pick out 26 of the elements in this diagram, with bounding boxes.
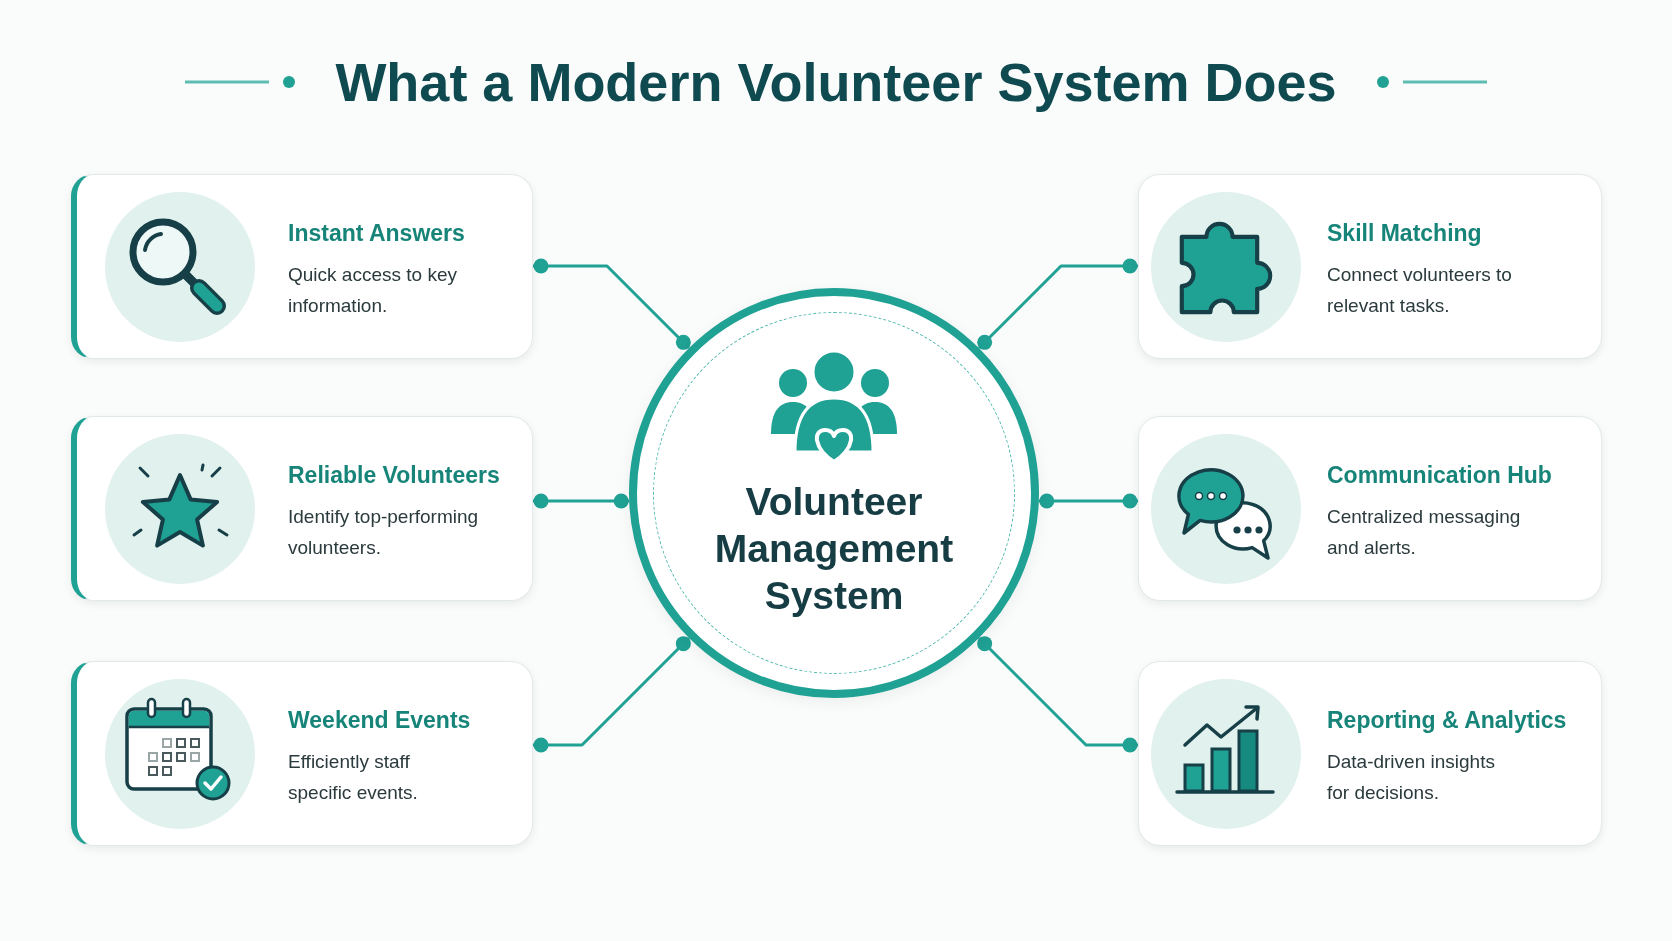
card-description: Data-driven insights for decisions.: [1327, 750, 1496, 805]
card-heading: Reliable Volunteers: [288, 461, 501, 489]
card-description: Centralized messaging and alerts.: [1327, 505, 1522, 560]
connector-line: [977, 258, 1138, 350]
hub-title: Volunteer Management System: [713, 479, 955, 619]
connector-line: [533, 258, 691, 350]
connector-line: [1038, 493, 1138, 509]
card-heading: Reporting & Analytics: [1327, 706, 1567, 734]
card-description: Efficiently staff specific events.: [288, 750, 419, 805]
feature-card: [71, 661, 533, 846]
card-description: Connect volunteers to relevant tasks.: [1327, 263, 1513, 318]
feature-card: [1138, 174, 1602, 359]
card-description: Identify top-performing volunteers.: [288, 505, 480, 560]
connector-line: [533, 493, 630, 509]
feature-card: [1138, 416, 1602, 601]
feature-card: [1138, 661, 1602, 846]
card-description: Quick access to key information.: [288, 263, 458, 318]
card-heading: Weekend Events: [288, 706, 471, 734]
page-title: What a Modern Volunteer System Does: [335, 51, 1337, 114]
connector-line: [977, 636, 1138, 753]
card-heading: Skill Matching: [1327, 219, 1483, 247]
connector-line: [533, 636, 691, 753]
card-heading: Instant Answers: [288, 219, 466, 247]
feature-card: [71, 174, 533, 359]
card-heading: Communication Hub: [1327, 461, 1552, 489]
feature-card: [71, 416, 533, 601]
